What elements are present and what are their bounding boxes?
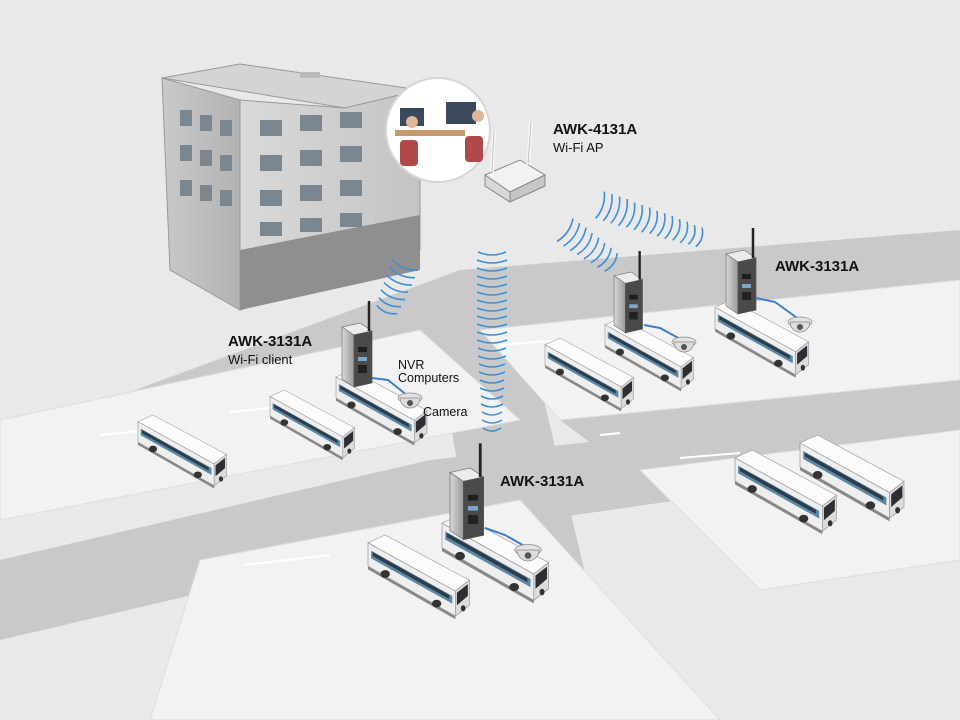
access-point-icon <box>483 121 547 203</box>
computers-label: Computers <box>398 371 460 385</box>
ap-model-label: AWK-4131A <box>553 121 638 138</box>
wifi-signal-icon <box>376 191 704 432</box>
client-center-model-label: AWK-3131A <box>500 473 585 490</box>
wireless-client-right <box>724 226 813 333</box>
ap-role-label: Wi-Fi AP <box>553 140 604 155</box>
camera-label: Camera <box>423 405 468 419</box>
nvr-label: NVR <box>398 358 425 372</box>
wireless-client-mid-right <box>612 249 697 353</box>
client-left-role-label: Wi-Fi client <box>228 352 293 367</box>
control-room-icon <box>385 77 491 183</box>
building-icon <box>161 63 421 311</box>
wireless-client-left <box>340 299 423 409</box>
client-left-model-label: AWK-3131A <box>228 333 313 350</box>
client-right-model-label: AWK-3131A <box>775 258 860 275</box>
wireless-client-center <box>448 441 542 562</box>
